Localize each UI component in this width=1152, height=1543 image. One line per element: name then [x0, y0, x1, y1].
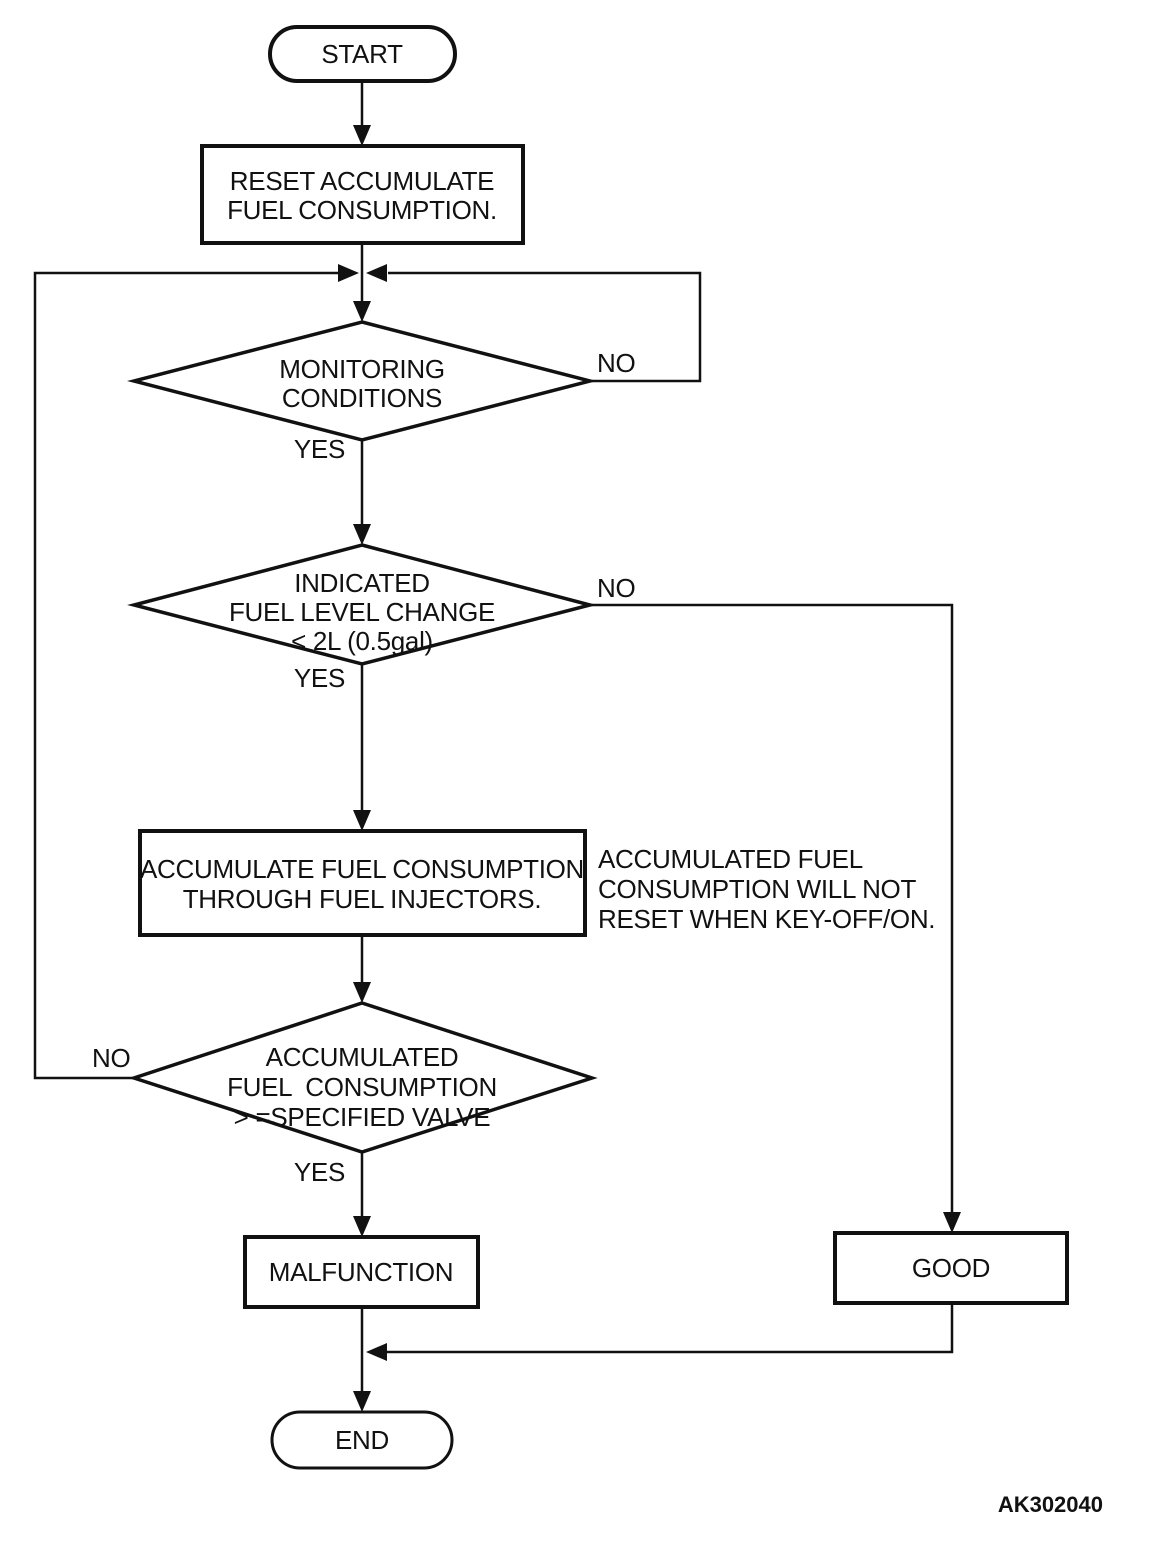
accumulated-check-diamond-shape [128, 1001, 598, 1154]
end-terminal-shape [270, 1410, 454, 1470]
monitoring-decision-diamond: MONITORING CONDITIONS [127, 320, 597, 442]
end-label: END [335, 1425, 389, 1455]
start-terminal: START [268, 25, 457, 83]
start-terminal-shape [268, 25, 457, 83]
accumulated-check-label-line1: ACCUMULATED [266, 1042, 459, 1072]
key-off-note-line3: RESET WHEN KEY-OFF/ON. [598, 904, 935, 934]
reset-box-shape [200, 144, 525, 245]
end-terminal: END [270, 1410, 454, 1470]
arrowhead [366, 1343, 387, 1361]
fuel-level-label-line3: < 2L (0.5gal) [291, 626, 433, 656]
reset-process-box: RESET ACCUMULATE FUEL CONSUMPTION. [200, 144, 525, 245]
key-off-note-line1: ACCUMULATED FUEL [598, 844, 863, 874]
accumulated-check-label-line3: > =SPECIFIED VALVE [234, 1102, 491, 1132]
reset-label-line2: FUEL CONSUMPTION. [227, 195, 497, 225]
monitoring-no-label: NO [597, 348, 635, 378]
reset-label-line1: RESET ACCUMULATE [230, 166, 494, 196]
merge-arrowhead-right [366, 264, 387, 282]
accumulated-check-yes-label: YES [294, 1157, 345, 1187]
connector-accumulated-no-loop [33, 271, 339, 1080]
monitoring-label-line1: MONITORING [279, 354, 445, 384]
connector-good-to-end [387, 1303, 954, 1354]
key-off-note: ACCUMULATED FUEL CONSUMPTION WILL NOT RE… [598, 844, 936, 934]
arrowhead [353, 125, 371, 146]
connectors [33, 81, 961, 1412]
merge-arrowhead-left [338, 264, 359, 282]
accumulate-box-shape [138, 829, 587, 937]
malfunction-result-box: MALFUNCTION [243, 1235, 480, 1309]
monitoring-diamond-shape [127, 320, 597, 442]
connector-monitoring-no-loop [388, 271, 702, 383]
start-label: START [321, 39, 403, 69]
arrowhead [353, 301, 371, 322]
arrowhead [353, 524, 371, 545]
fuel-level-yes-label: YES [294, 663, 345, 693]
accumulated-check-decision-diamond: ACCUMULATED FUEL CONSUMPTION > =SPECIFIE… [128, 1001, 598, 1154]
fuel-level-diamond-shape [127, 543, 597, 666]
arrowhead [943, 1212, 961, 1233]
accumulated-check-label-line2: FUEL CONSUMPTION [227, 1072, 497, 1102]
monitoring-yes-label: YES [294, 434, 345, 464]
arrowhead [353, 810, 371, 831]
arrowhead [353, 1216, 371, 1237]
good-result-box: GOOD [833, 1231, 1069, 1305]
accumulate-label-line2: THROUGH FUEL INJECTORS. [183, 884, 542, 914]
arrowhead [353, 982, 371, 1003]
connector-fuel-level-no [590, 603, 954, 1215]
figure-code: AK302040 [998, 1492, 1103, 1517]
good-label: GOOD [912, 1253, 990, 1283]
fuel-level-label-line2: FUEL LEVEL CHANGE [229, 597, 495, 627]
fuel-level-no-label: NO [597, 573, 635, 603]
key-off-note-line2: CONSUMPTION WILL NOT [598, 874, 916, 904]
accumulated-check-no-label: NO [92, 1043, 130, 1073]
fuel-level-label-line1: INDICATED [294, 568, 430, 598]
arrowhead [353, 1391, 371, 1412]
malfunction-box-shape [243, 1235, 480, 1309]
accumulate-label-line1: ACCUMULATE FUEL CONSUMPTION [140, 854, 584, 884]
good-box-shape [833, 1231, 1069, 1305]
fuel-level-decision-diamond: INDICATED FUEL LEVEL CHANGE < 2L (0.5gal… [127, 543, 597, 666]
accumulate-process-box: ACCUMULATE FUEL CONSUMPTION THROUGH FUEL… [138, 829, 587, 937]
malfunction-label: MALFUNCTION [269, 1257, 453, 1287]
monitoring-label-line2: CONDITIONS [282, 383, 442, 413]
